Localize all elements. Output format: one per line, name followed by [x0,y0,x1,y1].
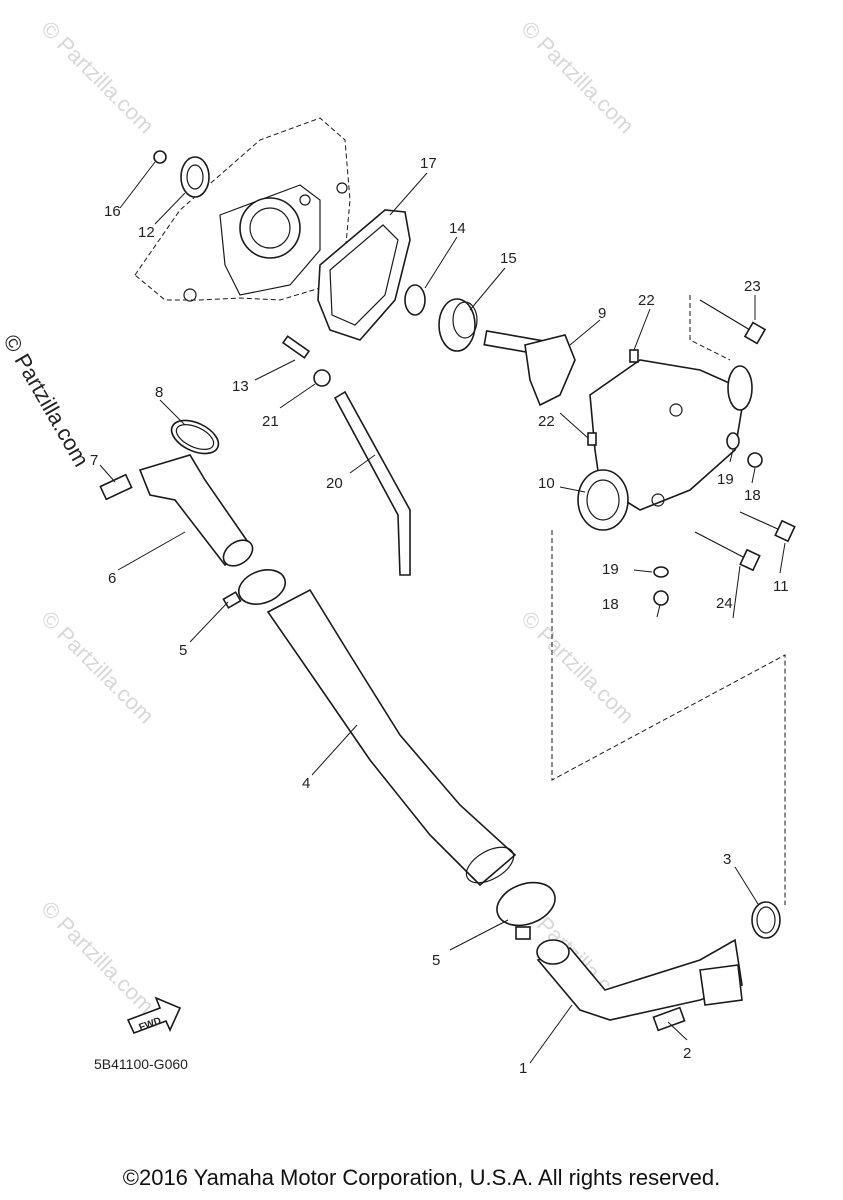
callout-label: 8 [155,384,163,401]
callout-label: 5 [432,952,440,969]
callout-label: 24 [716,595,733,612]
bolt [699,299,767,345]
callout-label: 9 [598,305,606,322]
circlip [153,150,167,164]
oil-seal [404,284,426,316]
washer [726,432,740,450]
gasket [317,209,411,341]
radiator-hose [266,588,517,887]
callout-label: 20 [326,475,343,492]
coolant-pipe [536,938,743,1021]
pin [281,335,311,359]
callout-label: 1 [519,1060,527,1077]
hose-clamp [237,569,287,605]
callout-label: 18 [602,596,619,613]
callout-label: 11 [773,578,789,595]
watermark: © Partzilla.com [36,606,159,729]
watermark: © Partzilla.com [36,896,159,1019]
callout-label: 18 [744,487,761,504]
callout-label: 22 [538,413,555,430]
callout-label: 4 [302,775,310,792]
watermark: © Partzilla.com [36,16,159,139]
water-pump-housing [577,359,753,531]
watermark: © Partzilla.com [516,16,639,139]
callout-label: 2 [683,1045,691,1062]
callout-label: 17 [420,155,437,172]
o-ring [170,419,220,455]
bolt [739,511,796,543]
leader-lines [99,161,786,1064]
callout-label: 16 [104,203,121,220]
bolt-head [747,452,763,468]
bearing [180,156,210,198]
callout-labels: 1 2 3 4 5 5 6 7 8 9 10 11 12 13 14 15 16… [90,155,789,1077]
bolt [694,531,761,572]
clamp-screw [222,591,242,609]
hose-clamp [496,881,556,927]
bolt-head [653,590,669,606]
dowel-pin [587,432,597,446]
callout-label: 21 [262,413,279,430]
bolt [652,1006,686,1032]
callout-label: 19 [717,471,734,488]
dowel-pin [629,349,639,363]
callout-label: 15 [500,250,517,267]
callout-label: 10 [538,475,555,492]
diagram-code: 5B41100-G060 [94,1056,188,1072]
impeller-shaft [483,329,576,407]
callout-label: 5 [179,642,187,659]
callout-label: 22 [638,292,655,309]
crankcase-cover [134,117,351,302]
watermark-group: © Partzilla.com © Partzilla.com © Partzi… [36,16,639,1019]
callout-label: 6 [108,570,116,587]
assembly-line [551,530,786,905]
callout-label: 3 [723,851,731,868]
callout-label: 13 [232,378,249,395]
breather-hose [333,390,411,576]
assembly-line [689,295,731,361]
callout-label: 14 [449,220,466,237]
watermark: © Partzilla.com [516,606,639,729]
clamp-screw [515,926,531,940]
callout-label: 19 [602,561,619,578]
washer [653,566,669,578]
callout-label: 23 [744,278,761,295]
copyright-notice: ©2016 Yamaha Motor Corporation, U.S.A. A… [122,1165,721,1190]
callout-label: 12 [138,224,155,241]
water-pipe [138,454,254,567]
bolt [99,473,133,501]
callout-label: 7 [90,452,98,469]
hose-clamp [313,369,331,387]
